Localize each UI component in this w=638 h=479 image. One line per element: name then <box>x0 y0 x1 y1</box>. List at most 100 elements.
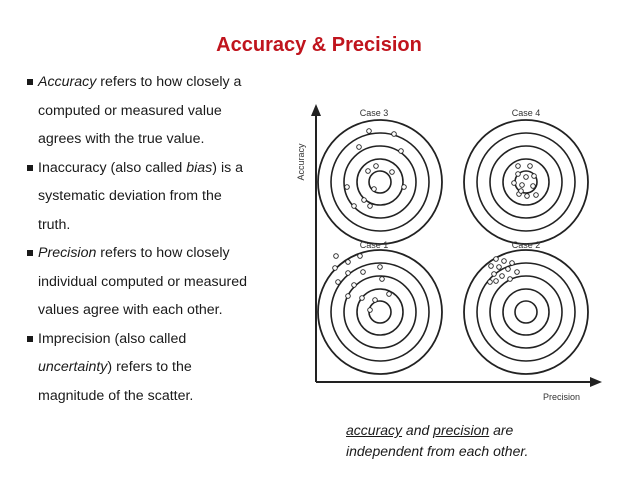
target-ring <box>476 132 576 232</box>
bullet-text-segment: magnitude of the scatter. <box>38 387 194 404</box>
slide-title: Accuracy & Precision <box>216 34 422 56</box>
bullet-text-segment: Precision <box>38 245 97 261</box>
target-ring <box>502 288 550 336</box>
shot-marker <box>524 193 530 199</box>
shot-marker <box>531 173 537 179</box>
bullet-text-segment: individual computed or measured <box>38 273 247 290</box>
case-label: Case 4 <box>512 108 541 118</box>
bullet-square-icon <box>27 250 33 256</box>
bullet-2-line-1: Inaccuracy (also called bias) is a <box>26 154 296 183</box>
shot-marker <box>527 163 533 169</box>
target-ring <box>343 275 417 349</box>
bullet-text-segment: refers to how closely a <box>96 74 242 90</box>
case-label: Case 3 <box>360 108 389 118</box>
target-ring <box>489 275 563 349</box>
shot-marker <box>357 253 363 259</box>
shot-marker <box>505 266 511 272</box>
target-ring <box>343 145 417 219</box>
caption-and: and <box>402 422 434 438</box>
bullet-text-segment: uncertainty <box>38 359 108 375</box>
target-bottom-left: Case 1 <box>317 240 443 375</box>
case-label: Case 2 <box>512 240 541 250</box>
shot-marker <box>344 184 350 190</box>
shot-marker <box>493 278 499 284</box>
bullet-text-segment: refers to how closely <box>96 245 230 261</box>
targets-group: Case 3 Case 4 Case 1 Case 2 <box>317 108 589 375</box>
x-axis-label: Precision <box>543 392 580 402</box>
caption-accuracy: accuracy <box>346 422 403 438</box>
shot-marker <box>507 276 513 282</box>
bullet-text-segment: bias <box>186 159 213 176</box>
caption-are: are <box>489 422 514 438</box>
shot-marker <box>345 293 351 299</box>
shot-marker <box>332 265 338 271</box>
x-axis: Precision <box>316 377 602 402</box>
bullet-square-icon <box>27 164 33 171</box>
bullet-square-icon <box>27 335 33 342</box>
shot-marker <box>359 295 365 301</box>
bullet-1-line-3: agrees with the true value. <box>26 125 296 154</box>
bullet-text-segment: systematic deviation from the <box>38 188 222 204</box>
shot-marker <box>372 297 378 303</box>
shot-marker <box>509 260 515 266</box>
shot-marker <box>515 171 521 177</box>
target-ring <box>330 132 430 232</box>
figure-caption: accuracy and precision are independent f… <box>346 420 606 462</box>
bullet-2-line-3: truth. <box>26 211 296 240</box>
bullet-text-segment: Accuracy <box>38 74 97 90</box>
target-ring <box>317 249 443 375</box>
target-ring <box>489 145 563 219</box>
bullet-text-segment: Imprecision (also called <box>38 330 187 347</box>
shot-marker <box>379 276 385 282</box>
target-ring <box>463 249 589 375</box>
target-ring <box>502 158 550 206</box>
shot-marker <box>386 291 392 297</box>
target-ring <box>356 158 404 206</box>
shot-marker <box>491 271 497 277</box>
shot-marker <box>488 263 494 269</box>
shot-marker <box>373 163 379 169</box>
shot-marker <box>401 184 407 190</box>
shot-marker <box>391 131 397 137</box>
bullet-text-segment: ) refers to the <box>107 359 192 375</box>
shot-marker <box>493 256 499 262</box>
shot-marker <box>360 269 366 275</box>
bullet-1-line-1: Accuracy refers to how closely a <box>26 68 296 97</box>
target-ring <box>476 262 576 362</box>
shot-marker <box>533 192 539 198</box>
target-bottom-right: Case 2 <box>463 240 589 375</box>
y-axis-arrowhead <box>311 104 321 116</box>
shot-marker <box>361 197 367 203</box>
target-ring <box>317 119 443 245</box>
shot-marker <box>518 188 524 194</box>
bullet-text-segment: agrees with the true value. <box>38 131 205 147</box>
shot-marker <box>530 183 536 189</box>
shot-marker <box>511 180 517 186</box>
shot-marker <box>487 279 493 285</box>
y-axis: Accuracy <box>296 104 321 382</box>
bullet-3-line-3: values agree with each other. <box>26 296 296 325</box>
bullet-text-segment: Inaccuracy (also called <box>38 159 187 176</box>
target-ring <box>356 288 404 336</box>
shot-marker <box>367 203 373 209</box>
case-label: Case 1 <box>360 240 389 250</box>
shot-marker <box>366 128 372 134</box>
bullet-3-line-2: individual computed or measured <box>26 268 296 297</box>
bullet-4-line-1: Imprecision (also called <box>26 325 296 354</box>
shot-marker <box>335 279 341 285</box>
bullet-text-segment: computed or measured value <box>38 102 222 119</box>
target-ring <box>463 119 589 245</box>
shot-marker <box>523 174 529 180</box>
bullet-text-segment: ) is a <box>212 159 244 176</box>
target-ring <box>368 170 392 194</box>
x-axis-arrowhead <box>590 377 602 387</box>
caption-line-2: independent from each other. <box>346 443 529 459</box>
bullet-2-line-2: systematic deviation from the <box>26 182 296 211</box>
y-axis-label: Accuracy <box>296 143 306 181</box>
target-top-left: Case 3 <box>317 108 443 245</box>
shot-marker <box>333 253 339 259</box>
shot-marker <box>371 186 377 192</box>
shot-marker <box>501 258 507 264</box>
